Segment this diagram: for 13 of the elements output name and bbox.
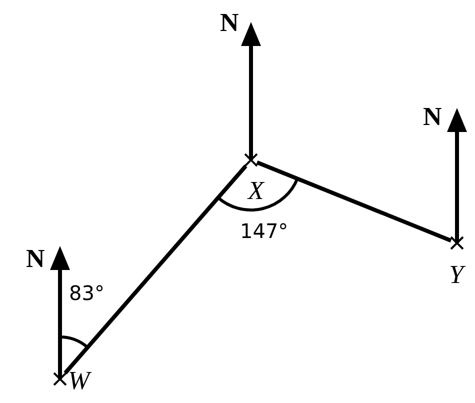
point-label: W (68, 368, 90, 394)
point-cross (244, 153, 258, 167)
point-label: Y (449, 262, 464, 288)
line-segment (256, 160, 452, 242)
point-label: X (248, 178, 264, 204)
line-segment (64, 164, 248, 374)
point-cross (450, 236, 464, 250)
north-label: N (423, 104, 442, 130)
north-label: N (220, 10, 239, 36)
north-label: N (26, 246, 45, 272)
point-cross (53, 372, 67, 386)
angle-label: 147° (240, 221, 288, 241)
angle-label: 83° (69, 283, 104, 303)
